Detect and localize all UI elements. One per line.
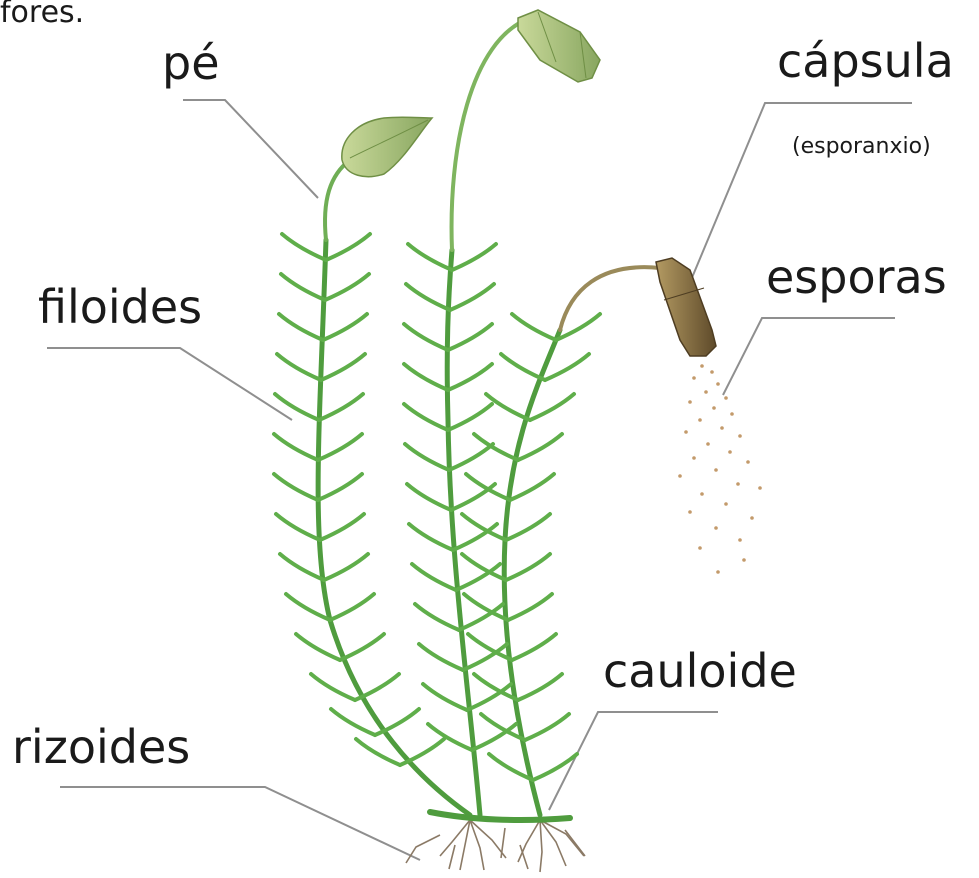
label-capsula: cápsula [777,38,954,84]
spores [678,364,762,574]
capsule-sporangium [656,258,716,356]
leaves-stem-3 [462,314,600,780]
label-esporanxio: (esporanxio) [792,136,931,158]
leader-cauloide [549,712,718,810]
top-text-fragment: fores. [0,0,84,28]
capsule-top [518,10,600,82]
leader-pe [183,100,318,198]
label-cauloide: cauloide [603,648,797,694]
leaves-stem-1 [274,234,444,765]
leader-rizoides [60,787,420,860]
label-pe: pé [162,40,220,86]
rhizoids [406,820,585,872]
leader-filoides [47,348,292,420]
label-esporas: esporas [766,254,947,300]
capsule-left [342,117,432,177]
label-filoides: filoides [38,284,202,330]
label-rizoides: rizoides [12,724,190,770]
leader-esporas [723,318,895,395]
